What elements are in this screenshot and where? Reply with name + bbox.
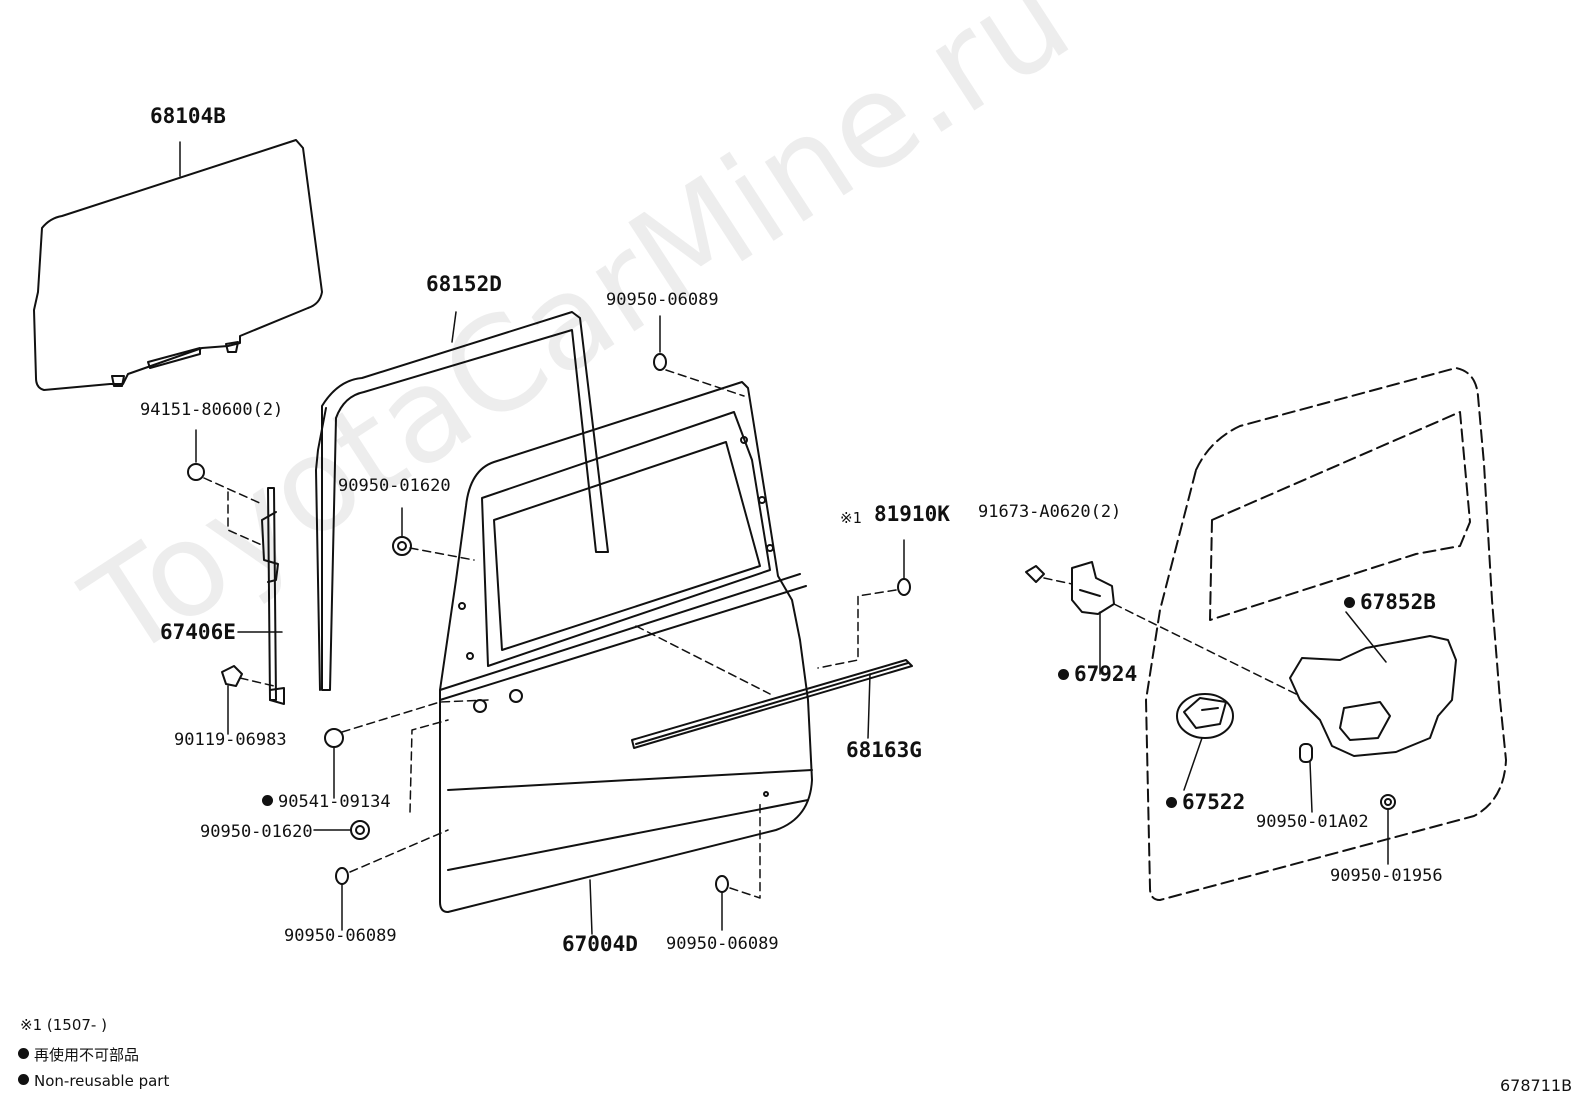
fasteners-shapes bbox=[187, 353, 1396, 893]
non-reusable-dot bbox=[18, 1048, 29, 1059]
label-67522: 67522 bbox=[1166, 792, 1245, 813]
label-90950-06089-top: 90950-06089 bbox=[606, 290, 719, 310]
legend-en: Non-reusable part bbox=[18, 1072, 169, 1090]
door-glass-shape bbox=[33, 139, 323, 391]
label-91673-A0620: 91673-A0620(2) bbox=[978, 502, 1122, 522]
figure-id: 678711B bbox=[1500, 1076, 1573, 1095]
label-90950-01620-upper: 90950-01620 bbox=[338, 476, 451, 496]
label-68163G: 68163G bbox=[846, 738, 922, 762]
label-68104B: 68104B bbox=[150, 104, 226, 128]
assembly-lines bbox=[203, 369, 1297, 899]
label-90950-01A02: 90950-01A02 bbox=[1256, 812, 1369, 832]
speaker-cover-shape bbox=[1176, 693, 1234, 739]
label-90950-01956: 90950-01956 bbox=[1330, 866, 1443, 886]
legend-note1: ※1 (1507- ) bbox=[20, 1016, 107, 1034]
non-reusable-dot bbox=[1166, 797, 1177, 808]
label-90950-06089-bottom: 90950-06089 bbox=[666, 934, 779, 954]
weatherstrip-shape bbox=[315, 311, 609, 691]
inner-door-shape bbox=[1145, 367, 1507, 901]
non-reusable-dot bbox=[1058, 669, 1069, 680]
regulator-channel-shape bbox=[261, 487, 285, 705]
non-reusable-dot bbox=[262, 795, 273, 806]
label-94151-80600: 94151-80600(2) bbox=[140, 400, 284, 420]
legend-jp: 再使用不可部品 bbox=[18, 1044, 139, 1065]
label-90950-01620-lower: 90950-01620 bbox=[200, 822, 313, 842]
non-reusable-dot bbox=[1344, 597, 1355, 608]
label-90541-09134: 90541-09134 bbox=[262, 792, 391, 812]
label-note-mark: ※1 bbox=[840, 509, 862, 527]
door-panel-shape bbox=[439, 381, 813, 913]
stopper-shape bbox=[1071, 561, 1115, 615]
label-90950-06089-left: 90950-06089 bbox=[284, 926, 397, 946]
label-68152D: 68152D bbox=[426, 272, 502, 296]
label-81910K: 81910K bbox=[874, 502, 950, 526]
label-67852B: 67852B bbox=[1344, 592, 1436, 613]
label-90119-06983: 90119-06983 bbox=[174, 730, 287, 750]
label-67004D: 67004D bbox=[562, 932, 638, 956]
service-hole-cover-shape bbox=[1289, 635, 1457, 757]
non-reusable-dot bbox=[18, 1074, 29, 1085]
leader-lines bbox=[179, 141, 1389, 935]
label-67406E: 67406E bbox=[160, 620, 236, 644]
belt-moulding-shape bbox=[631, 659, 913, 749]
label-67924: 67924 bbox=[1058, 664, 1137, 685]
